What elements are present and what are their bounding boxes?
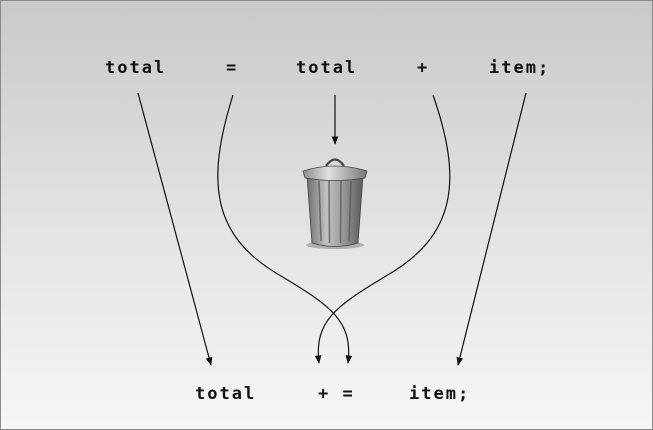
bottom-item: item; — [409, 384, 471, 404]
arrow-item-to-item — [456, 92, 527, 366]
arrow-total-to-total — [137, 92, 213, 366]
trash-can-icon — [302, 158, 368, 249]
top-lhs-total: total — [105, 58, 167, 78]
top-item: item; — [489, 58, 551, 78]
top-plus-operator: + — [417, 58, 430, 78]
top-assign-operator: = — [226, 58, 239, 78]
top-operand-total: total — [296, 58, 358, 78]
arrow-assign-to-compound — [217, 94, 353, 364]
arrow-plus-to-compound — [314, 94, 451, 364]
bottom-compound-operator: + = — [318, 384, 355, 404]
bottom-lhs-total: total — [195, 384, 257, 404]
